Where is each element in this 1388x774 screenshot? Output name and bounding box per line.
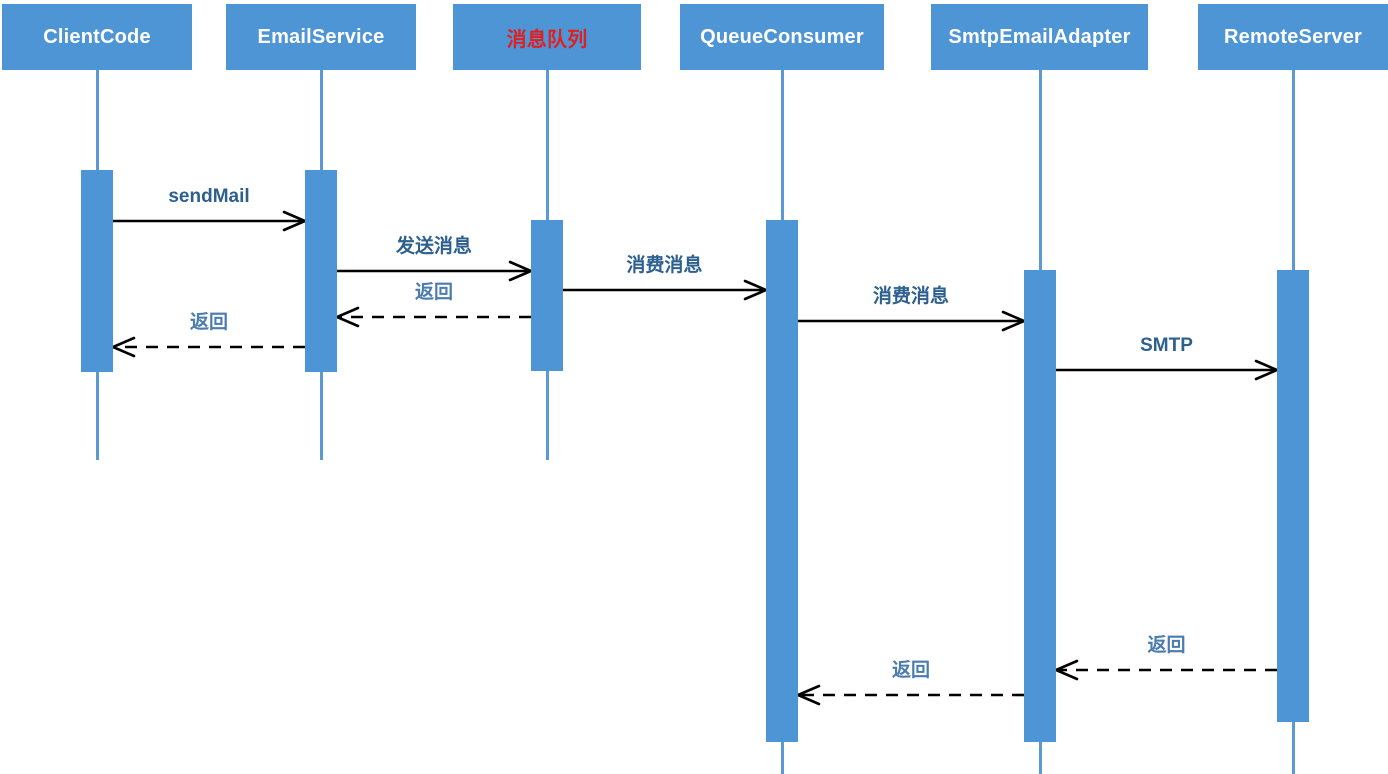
message-label-6: SMTP [1140, 335, 1193, 356]
participant-smtpemailadapter: SmtpEmailAdapter [931, 4, 1148, 70]
activation-bar-remoteserver [1277, 270, 1309, 722]
message-label-2: 返回 [414, 282, 454, 303]
message-label-4: 消费消息 [626, 255, 703, 276]
message-label-3: 返回 [189, 312, 229, 333]
message-label-5: 消费消息 [872, 286, 950, 307]
participant-label-emailservice: EmailService [257, 25, 385, 48]
participant-messagequeue: 消息队列 [453, 4, 641, 70]
message-label-8: 返回 [891, 660, 931, 681]
participant-label-queueconsumer: QueueConsumer [700, 25, 864, 48]
activation-bar-messagequeue [531, 220, 563, 371]
message-label-0: sendMail [168, 186, 250, 207]
participant-label-smtpemailadapter: SmtpEmailAdapter [948, 25, 1131, 48]
participant-emailservice: EmailService [226, 4, 416, 70]
activation-bar-clientcode [81, 170, 113, 372]
message-label-1: 发送消息 [395, 236, 473, 257]
activation-bar-smtpemailadapter [1024, 270, 1056, 742]
participant-label-remoteserver: RemoteServer [1223, 25, 1363, 48]
participant-label-clientcode: ClientCode [43, 25, 151, 48]
activation-bar-emailservice [305, 170, 337, 372]
activation-bar-queueconsumer [766, 220, 798, 742]
participant-queueconsumer: QueueConsumer [680, 4, 884, 70]
participant-label-messagequeue: 消息队列 [506, 28, 588, 51]
message-label-7: 返回 [1147, 635, 1186, 656]
participant-clientcode: ClientCode [2, 4, 192, 70]
participant-remoteserver: RemoteServer [1198, 4, 1388, 70]
